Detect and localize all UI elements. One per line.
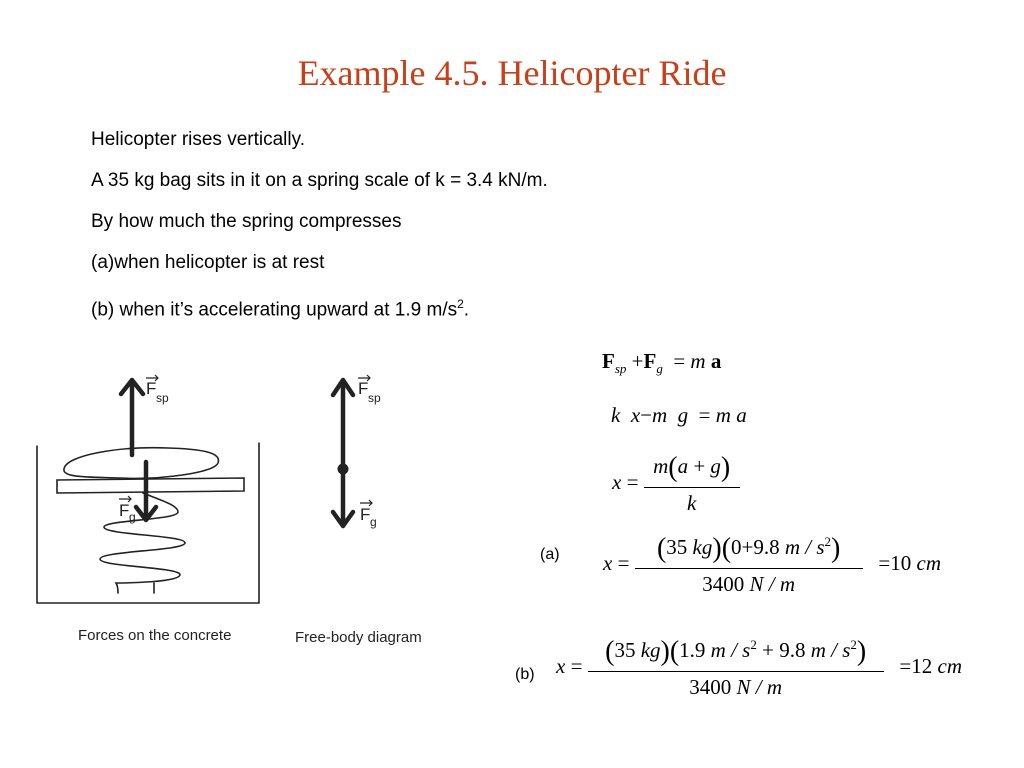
fsp-label-fbd-sub: sp	[368, 391, 381, 405]
fg-label-left-sub: g	[129, 510, 136, 524]
fg-arrow-left	[133, 459, 159, 523]
equation-part-a: x = (35 kg)(0+9.8 m / s2) 3400 N / m =10…	[603, 533, 941, 597]
eq2-m2: m	[715, 403, 731, 427]
eq4-equals: =	[617, 550, 630, 575]
container-outline	[36, 442, 260, 604]
eq2-g: g	[677, 403, 689, 427]
eq5-fraction: (35 kg)(1.9 m / s2 + 9.8 m / s2) 3400 N …	[587, 636, 884, 700]
eq5-result-value: 12	[911, 653, 933, 678]
fg-label-left-F: F	[119, 501, 129, 520]
equation-newton-second-law: Fsp +Fg = m a	[602, 349, 721, 377]
eq4-x: x	[603, 550, 613, 575]
eq4-result-equals: =	[878, 550, 891, 575]
eq1-equals: =	[673, 349, 686, 373]
eq2-m: m	[652, 403, 668, 427]
fg-vector-mark-fbd	[360, 499, 373, 507]
fsp-vector-mark-left	[146, 374, 159, 382]
label-part-b: (b)	[515, 666, 535, 683]
fsp-arrow-left	[118, 377, 146, 458]
eq1-mass: m	[690, 349, 706, 373]
eq1-sub-1: sp	[614, 361, 627, 377]
eq4-denominator: 3400 N / m	[634, 568, 863, 597]
eq5-result-unit: cm	[937, 653, 963, 678]
bag-shape	[63, 446, 220, 480]
eq3-denominator: k	[643, 487, 740, 516]
eq3-x: x	[612, 469, 622, 494]
eq2-k: k	[611, 403, 621, 427]
fg-label-fbd-F: F	[360, 505, 370, 524]
eq1-acceleration: a	[710, 349, 722, 373]
eq3-numerator: m(a + g)	[653, 452, 731, 483]
fg-arrow-fbd	[330, 466, 356, 529]
fsp-label-fbd-F: F	[358, 379, 368, 398]
eq3-fraction: m(a + g) k	[643, 452, 740, 516]
eq2-x: x	[630, 403, 641, 427]
statement-line-5: (b) when it’s accelerating upward at 1.9…	[91, 292, 731, 333]
equation-part-b: x = (35 kg)(1.9 m / s2 + 9.8 m / s2) 340…	[556, 636, 962, 700]
statement-line-4: (a)when helicopter is at rest	[91, 252, 325, 273]
statement-line-3: By how much the spring compresses	[91, 211, 402, 232]
eq1-sub-2: g	[656, 361, 663, 377]
eq4-numerator: (35 kg)(0+9.8 m / s2)	[656, 533, 841, 564]
fsp-vector-mark-fbd	[358, 374, 371, 382]
statement-line-1: Helicopter rises vertically.	[91, 129, 305, 150]
eq5-equals: =	[570, 653, 583, 678]
force-sketch: F sp F g F sp F g Forces on the concrete…	[36, 374, 422, 646]
problem-statement: Helicopter rises vertically. A 35 kg bag…	[91, 128, 731, 333]
slide-title: Example 4.5. Helicopter Ride	[297, 53, 727, 93]
eq4-fraction: (35 kg)(0+9.8 m / s2) 3400 N / m	[634, 533, 863, 597]
eq3-equals: =	[626, 469, 639, 494]
fsp-arrow-fbd	[330, 377, 356, 472]
equation-spring-force: k x−m g = m a	[611, 403, 747, 428]
eq5-x: x	[556, 653, 566, 678]
eq4-result-unit: cm	[916, 550, 942, 575]
eq2-equals: =	[698, 403, 711, 427]
fsp-label-left-sub: sp	[156, 391, 169, 405]
statement-line-5-end: .	[463, 299, 470, 321]
eq2-a: a	[736, 403, 747, 427]
eq4-result-value: 10	[890, 550, 912, 575]
scale-plate	[56, 477, 245, 494]
fbd-point	[337, 463, 349, 475]
fg-vector-mark-left	[119, 495, 132, 503]
fsp-label-left-F: F	[146, 379, 156, 398]
caption-free-body-diagram: Free-body diagram	[295, 629, 422, 646]
fg-label-fbd-sub: g	[370, 515, 377, 529]
eq5-numerator: (35 kg)(1.9 m / s2 + 9.8 m / s2)	[605, 636, 867, 667]
eq5-denominator: 3400 N / m	[587, 671, 884, 700]
statement-line-5-exponent: 2	[457, 297, 464, 311]
eq1-force-2: F	[643, 349, 657, 373]
eq2-minus: −	[640, 403, 652, 427]
eq1-force-1: F	[602, 349, 615, 373]
equation-solve-x: x = m(a + g) k	[612, 452, 740, 516]
label-part-a: (a)	[540, 546, 560, 563]
statement-line-5-text: (b) when it’s accelerating upward at 1.9…	[91, 299, 458, 321]
spring-coil	[99, 492, 186, 594]
eq1-plus: +	[631, 349, 644, 373]
statement-line-2: A 35 kg bag sits in it on a spring scale…	[91, 170, 548, 191]
eq5-result-equals: =	[899, 653, 912, 678]
caption-forces-on-concrete: Forces on the concrete	[78, 627, 231, 644]
